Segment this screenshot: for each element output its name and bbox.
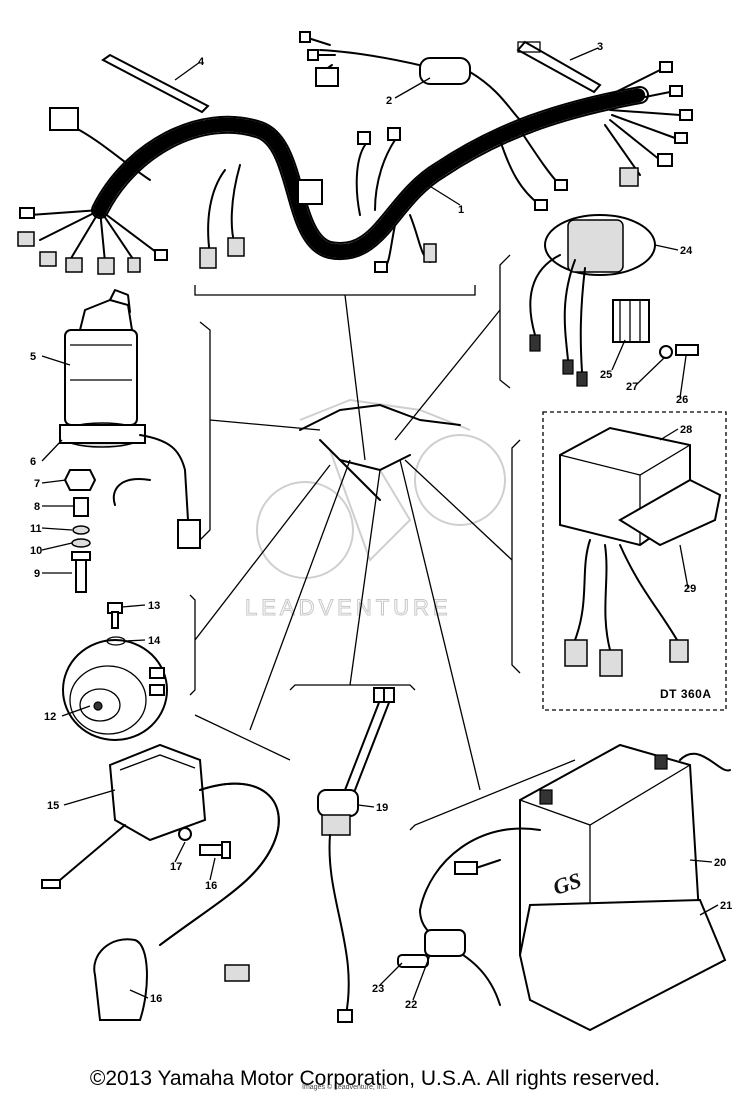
callout-19: 19: [376, 802, 388, 814]
callout-25: 25: [600, 369, 612, 381]
callout-16-bolt: 16: [205, 880, 217, 892]
callout-15: 15: [47, 800, 59, 812]
callout-1: 1: [458, 204, 464, 216]
callout-7: 7: [34, 478, 40, 490]
callout-8: 8: [34, 501, 40, 513]
callout-24: 24: [680, 245, 693, 257]
callout-6: 6: [30, 456, 36, 468]
main-switch: [59, 289, 201, 549]
frame-outline: [299, 404, 461, 501]
callout-29: 29: [684, 583, 696, 595]
main-wire-harness: [17, 61, 693, 275]
callout-5: 5: [30, 351, 36, 363]
callout-21: 21: [720, 900, 732, 912]
callout-11: 11: [30, 523, 42, 535]
callout-9: 9: [34, 568, 40, 580]
fuse-holder: [397, 827, 541, 1006]
ignition-coil: [41, 743, 280, 1021]
callout-26: 26: [676, 394, 688, 406]
callout-14: 14: [148, 635, 161, 647]
variant-label: DT 360A: [660, 687, 712, 701]
callout-13: 13: [148, 600, 160, 612]
dt360a-variant-box: DT 360A: [542, 411, 727, 711]
switch-hardware: [63, 469, 97, 593]
leader-lines: [41, 47, 719, 1001]
watermark-motorcycle: [256, 398, 506, 579]
callout-23: 23: [372, 983, 384, 995]
neutral-switch: [317, 687, 395, 1023]
footer: ©2013 Yamaha Motor Corporation, U.S.A. A…: [0, 1062, 750, 1100]
callout-3: 3: [597, 41, 603, 53]
callout-labels: 1 2 3 4 5 6 7 8 9 10 11 12 13 14 15 16 1…: [30, 41, 732, 1011]
callout-2: 2: [386, 95, 392, 107]
sub-wire-harness: [299, 31, 521, 121]
callout-17: 17: [170, 861, 182, 873]
cable-tie-4: [101, 53, 210, 114]
callout-22: 22: [405, 999, 417, 1011]
callout-16-cap: 16: [150, 993, 162, 1005]
callout-28: 28: [680, 424, 692, 436]
callout-4: 4: [198, 56, 205, 68]
watermark-text: LEADVENTURE: [245, 595, 452, 620]
wiring-parts-diagram: LEADVENTURE: [17, 31, 732, 1032]
copyright-text: ©2013 Yamaha Motor Corporation, U.S.A. A…: [89, 1067, 661, 1090]
callout-12: 12: [44, 711, 56, 723]
cable-tie-3: [516, 40, 602, 94]
callout-27: 27: [626, 381, 638, 393]
callout-20: 20: [714, 857, 726, 869]
callout-10: 10: [30, 545, 42, 557]
battery: GS: [518, 743, 731, 1032]
copyright-small-text: Images © Leadventure, Inc.: [302, 1084, 389, 1091]
horn: [62, 602, 168, 741]
regulator-rectifier: [529, 214, 699, 387]
